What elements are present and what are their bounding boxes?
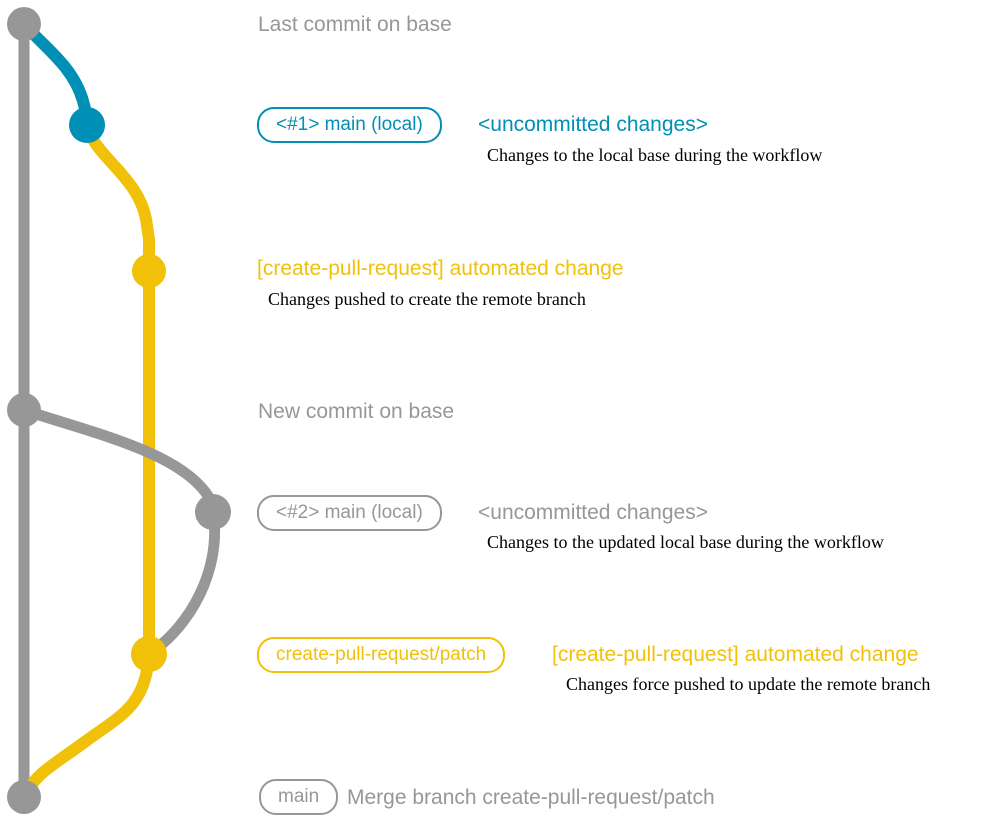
commit-desc-automated-change-1: Changes pushed to create the remote bran… [268, 289, 586, 309]
branch-badge-main: main [259, 779, 339, 815]
branch-badge-label: main [259, 779, 339, 815]
commit-desc-uncommitted-1: Changes to the local base during the wor… [487, 145, 823, 165]
commit-node-automated-change-2 [131, 636, 167, 672]
branch-line-patch-merge [20, 648, 155, 799]
commit-node-uncommitted-1 [69, 107, 105, 143]
commit-node-last-commit-on-base [7, 7, 41, 41]
branch-line-main-local-2 [18, 404, 220, 655]
commit-node-uncommitted-2 [195, 494, 231, 530]
caption-new-commit-on-base: New commit on base [258, 400, 455, 423]
branch-badge-patch: create-pull-request/patch [257, 637, 506, 673]
commit-title-uncommitted-1: <uncommitted changes> [478, 113, 708, 136]
git-graph [7, 7, 231, 814]
branch-badge-label: create-pull-request/patch [257, 637, 506, 673]
commit-title-uncommitted-2: <uncommitted changes> [478, 501, 708, 524]
commit-desc-automated-change-2: Changes force pushed to update the remot… [566, 674, 931, 694]
commit-desc-uncommitted-2: Changes to the updated local base during… [487, 532, 884, 552]
branch-line-patch-1 [81, 119, 155, 660]
commit-title-automated-change-2: [create-pull-request] automated change [552, 643, 919, 666]
commit-node-automated-change-1 [132, 254, 166, 288]
branch-badge-label: <#2> main (local) [257, 495, 442, 531]
branch-badge-main-local-2: <#2> main (local) [257, 495, 442, 531]
branch-badge-main-local-1: <#1> main (local) [257, 107, 442, 143]
commit-node-merge-commit [7, 780, 41, 814]
caption-last-commit-on-base: Last commit on base [258, 13, 452, 36]
branch-badge-label: <#1> main (local) [257, 107, 442, 143]
commit-node-new-commit-on-base [7, 393, 41, 427]
commit-title-automated-change-1: [create-pull-request] automated change [257, 257, 624, 280]
commit-title-merge: Merge branch create-pull-request/patch [347, 786, 715, 809]
